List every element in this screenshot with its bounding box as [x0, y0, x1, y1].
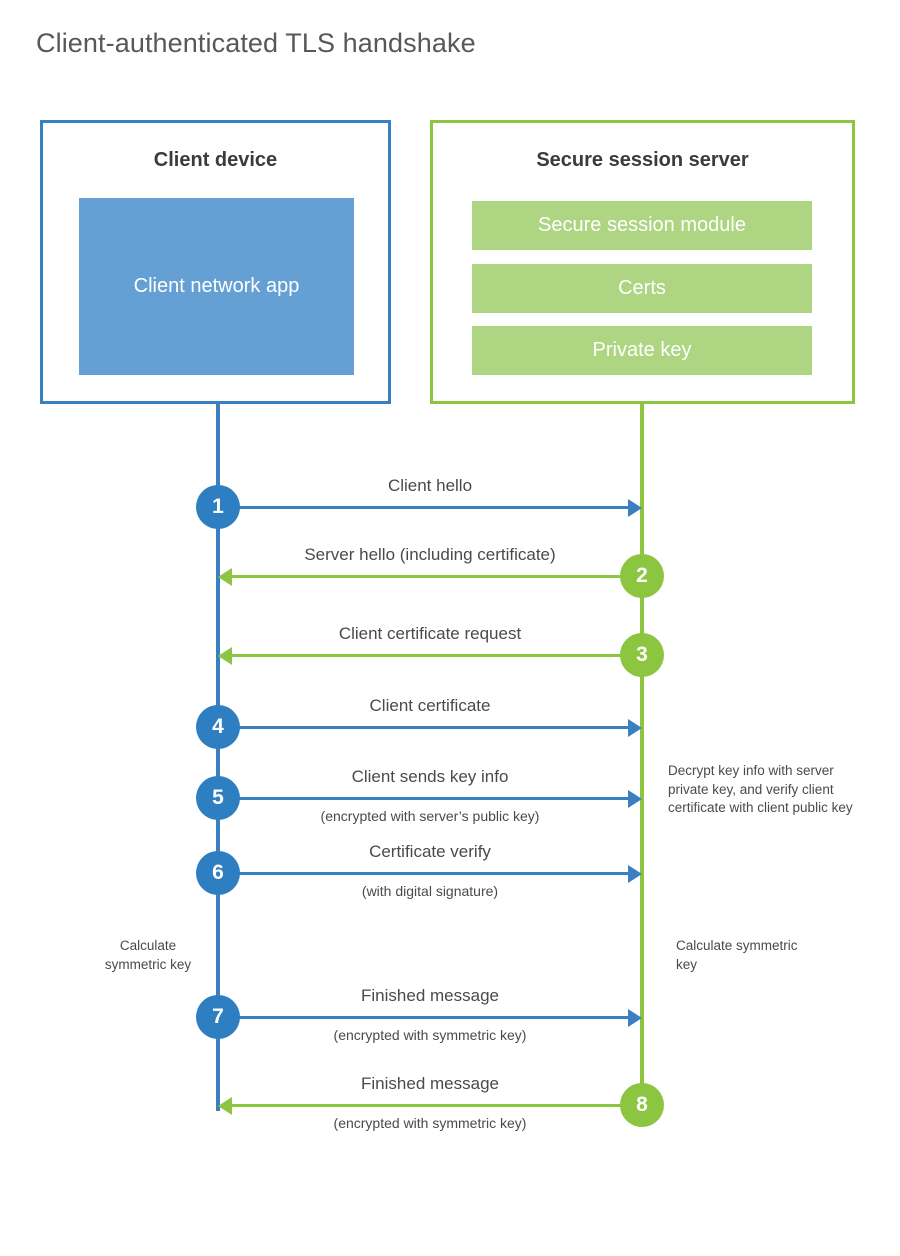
step-4-label: Client certificate: [369, 696, 491, 715]
step-7-badge: 7: [196, 995, 240, 1039]
secure-session-server-box: Secure session server Secure session mod…: [430, 120, 855, 404]
step-8-label: Finished message: [361, 1074, 499, 1093]
step-3-badge: 3: [620, 633, 664, 677]
secure-session-server-title: Secure session server: [536, 149, 749, 171]
step-6-label: Certificate verify: [369, 842, 491, 861]
step-1-label: Client hello: [387, 476, 473, 495]
server-calculate-symmetric-key-annotation: Calculate symmetric key: [676, 938, 798, 972]
step-1-badge: 1: [196, 485, 240, 529]
step-5-badge: 5: [196, 776, 240, 820]
step-7-arrowhead-icon: [628, 1009, 642, 1027]
step-2-arrow-line: [226, 575, 642, 578]
server-component-certs: Certs: [472, 264, 812, 313]
step-8-badge: 8: [620, 1083, 664, 1127]
step-6-arrowhead-icon: [628, 865, 642, 883]
step-8-sublabel: (encrypted with symmetric key): [333, 1115, 527, 1131]
server-decrypt-annotation: Decrypt key info with server private key…: [668, 763, 853, 816]
step-1-arrow-line: [218, 506, 632, 509]
server-component-private-key: Private key: [472, 326, 812, 375]
client-calculate-symmetric-key-annotation: Calculate symmetric key: [104, 938, 192, 972]
step-2-label: Server hello (including certificate): [304, 545, 556, 564]
page-title: Client-authenticated TLS handshake: [36, 28, 476, 58]
step-3-label: Client certificate request: [338, 624, 522, 643]
step-4-badge: 4: [196, 705, 240, 749]
step-7-label: Finished message: [361, 986, 499, 1005]
step-3-arrowhead-icon: [218, 647, 232, 665]
step-2-arrowhead-icon: [218, 568, 232, 586]
server-lifeline: [640, 401, 644, 1105]
step-8-arrow-line: [226, 1104, 642, 1107]
client-device-box: Client device Client network app: [40, 120, 391, 404]
step-5-arrow-line: [218, 797, 632, 800]
step-5-label: Client sends key info: [351, 767, 509, 786]
step-5-arrowhead-icon: [628, 790, 642, 808]
step-6-sublabel: (with digital signature): [361, 883, 499, 899]
step-2-badge: 2: [620, 554, 664, 598]
step-7-sublabel: (encrypted with symmetric key): [333, 1027, 527, 1043]
step-4-arrowhead-icon: [628, 719, 642, 737]
step-7-arrow-line: [218, 1016, 632, 1019]
client-device-title: Client device: [153, 149, 278, 171]
client-lifeline: [216, 401, 220, 1111]
step-6-arrow-line: [218, 872, 632, 875]
step-5-sublabel: (encrypted with server’s public key): [320, 808, 540, 824]
step-8-arrowhead-icon: [218, 1097, 232, 1115]
server-component-secure-session-module: Secure session module: [472, 201, 812, 250]
step-3-arrow-line: [226, 654, 642, 657]
client-network-app-block: Client network app: [79, 198, 354, 375]
step-1-arrowhead-icon: [628, 499, 642, 517]
step-4-arrow-line: [218, 726, 632, 729]
step-6-badge: 6: [196, 851, 240, 895]
